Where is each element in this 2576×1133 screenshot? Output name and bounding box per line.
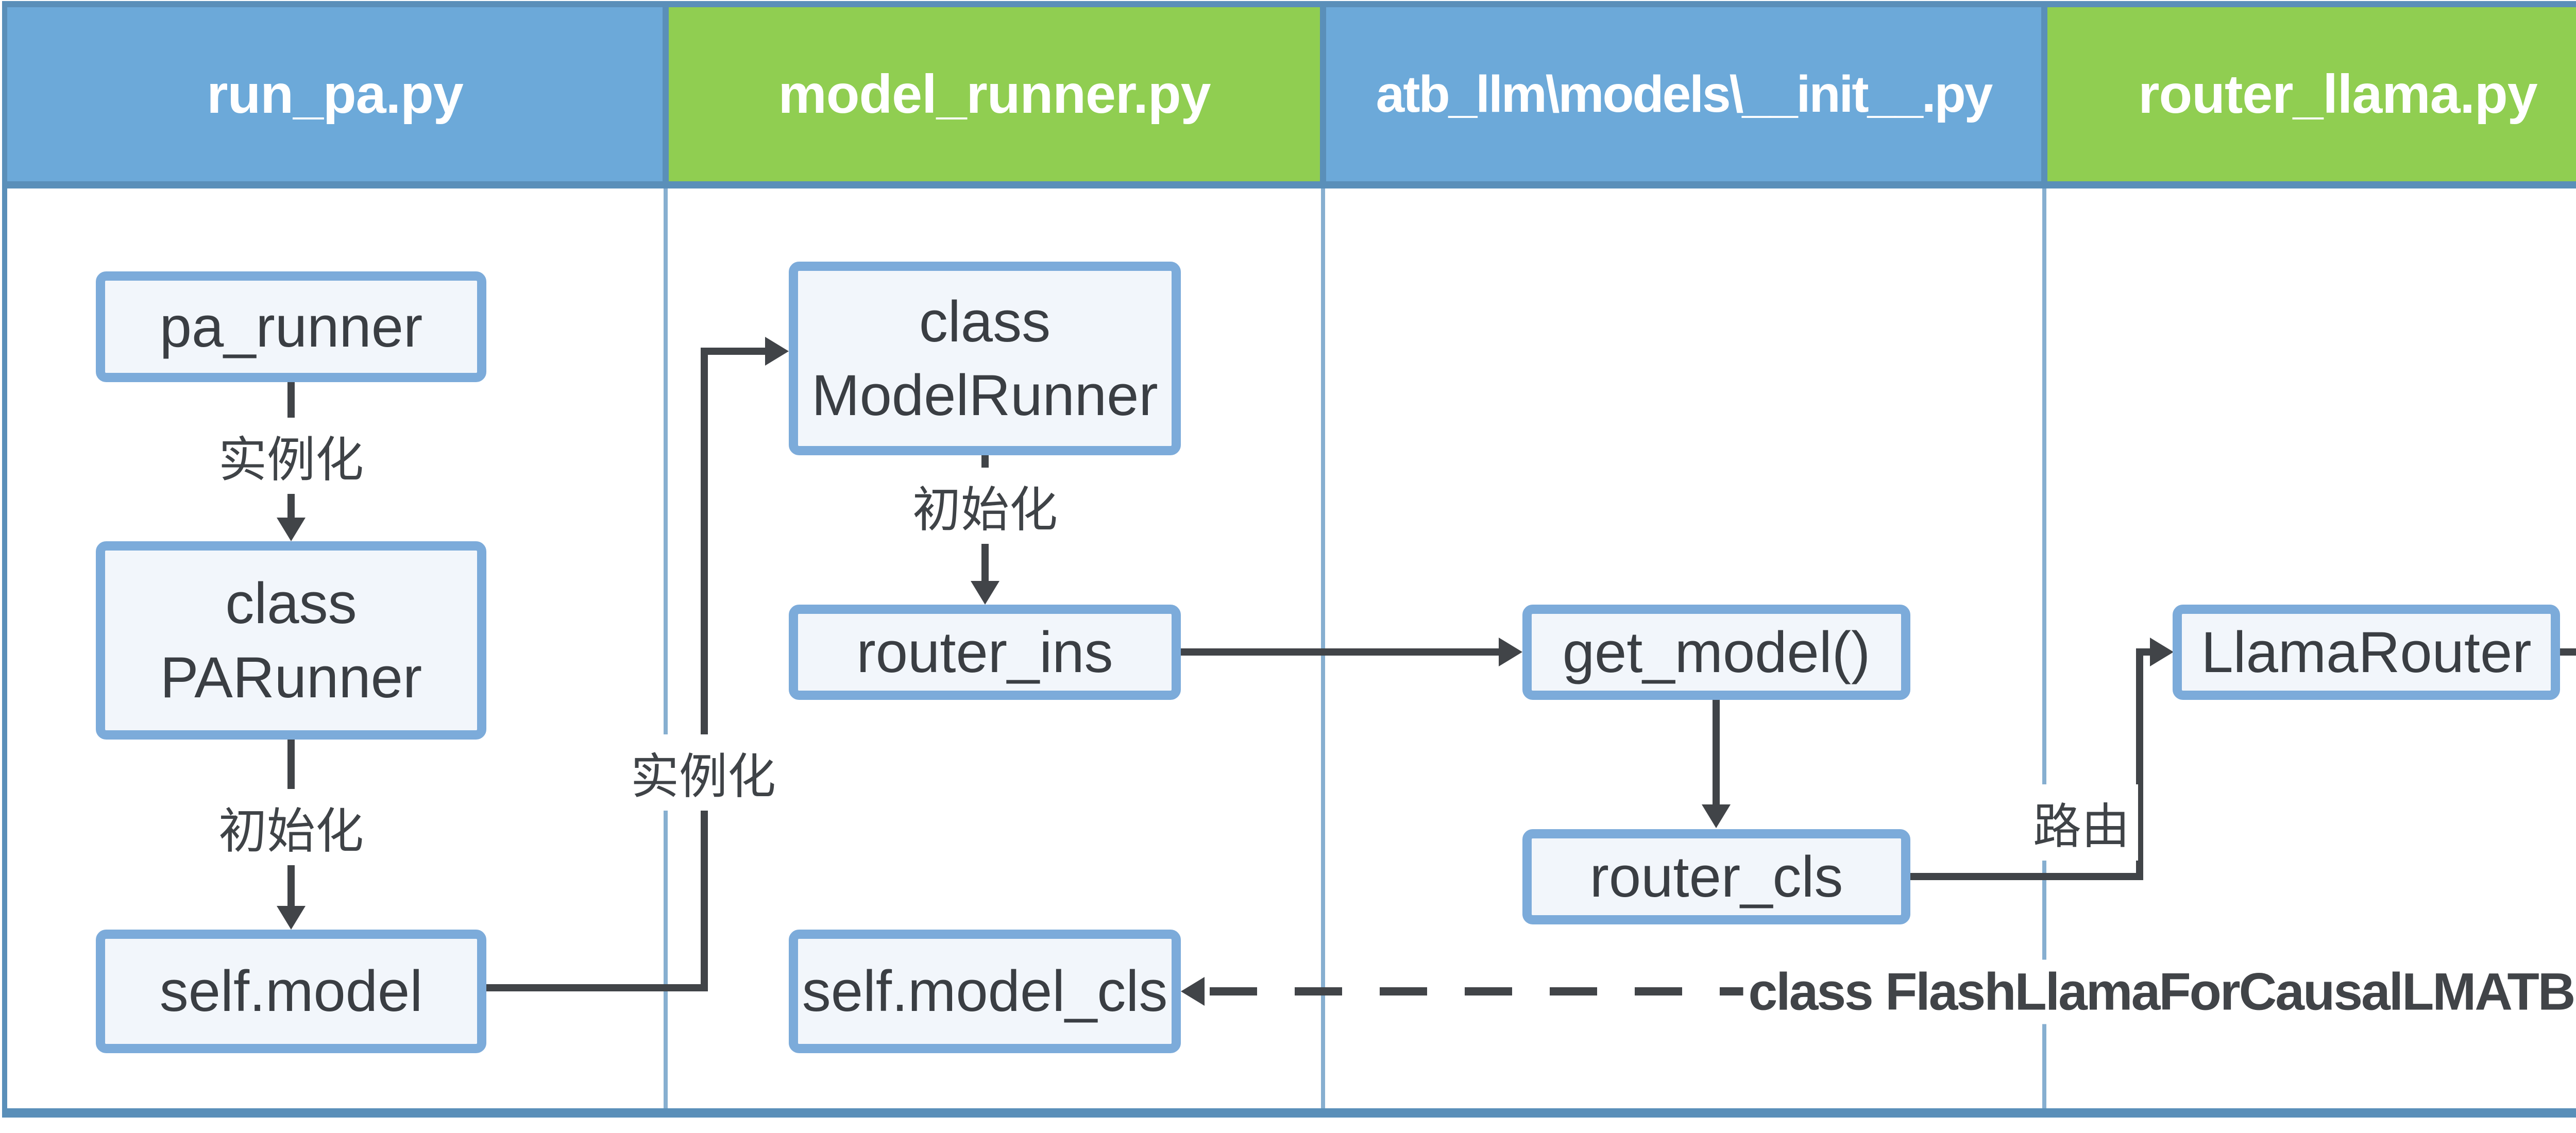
- arrowhead-down-icon: [277, 906, 306, 930]
- arrow-self-model-elbow-bottom: [486, 984, 708, 991]
- arrowhead-right-icon: [1499, 638, 1522, 666]
- node-get-model-label: get_model(): [1562, 620, 1871, 684]
- header-separator: [1320, 7, 1326, 181]
- edge-label-initialize: 初始化: [210, 789, 372, 865]
- node-class-parunner: class PARunner: [96, 541, 486, 740]
- node-llama-router-label: LlamaRouter: [2201, 620, 2532, 684]
- arrow-inherit-dashed: [2560, 648, 2576, 656]
- arrowhead-down-icon: [1702, 804, 1731, 828]
- arrow-get-model-to-router-cls: [1713, 700, 1720, 805]
- header-router-llama-label: router_llama.py: [2138, 63, 2537, 125]
- header-model-runner: model_runner.py: [669, 7, 1320, 181]
- header-models-init-label: atb_llm\models\__init__.py: [1376, 65, 1993, 123]
- node-pa-runner: pa_runner: [96, 271, 486, 382]
- edge-label-instantiate: 实例化: [210, 418, 372, 494]
- node-class-modelrunner: class ModelRunner: [789, 262, 1181, 455]
- node-class-modelrunner-line2: ModelRunner: [811, 363, 1158, 427]
- arrow-router-cls-elbow-bottom: [1910, 873, 2143, 880]
- frame-top: [2, 1, 2576, 7]
- arrow-router-ins-to-get-model: [1181, 648, 1500, 656]
- node-class-parunner-line1: class: [225, 571, 357, 636]
- header-model-runner-label: model_runner.py: [778, 63, 1211, 125]
- arrowhead-down-icon: [971, 581, 999, 605]
- column-divider: [2042, 188, 2046, 1108]
- header-run-pa: run_pa.py: [7, 7, 663, 181]
- arrowhead-right-icon: [765, 337, 789, 366]
- node-llama-router: LlamaRouter: [2173, 605, 2560, 700]
- header-underline: [2, 181, 2576, 188]
- column-divider: [664, 188, 668, 1108]
- node-router-cls-label: router_cls: [1589, 844, 1843, 909]
- node-class-parunner-line2: PARunner: [160, 645, 422, 710]
- node-router-ins: router_ins: [789, 605, 1181, 700]
- edge-label-instantiate: 实例化: [622, 734, 785, 811]
- flash-llama-class-note: class FlashLlamaForCausalLMATB: [1743, 959, 2576, 1024]
- arrow-self-model-elbow-vertical: [701, 348, 708, 991]
- edge-label-route: 路由: [2024, 784, 2139, 861]
- header-router-llama: router_llama.py: [2047, 7, 2576, 181]
- arrow-self-model-elbow-top: [701, 348, 766, 355]
- node-self-model-label: self.model: [159, 959, 423, 1024]
- node-router-ins-label: router_ins: [856, 620, 1113, 684]
- node-self-model-cls-label: self.model_cls: [802, 959, 1168, 1024]
- node-router-cls: router_cls: [1522, 829, 1910, 924]
- header-separator: [2041, 7, 2047, 181]
- arrowhead-left-icon: [1181, 977, 1205, 1006]
- arrowhead-down-icon: [277, 518, 306, 541]
- frame-left: [2, 1, 7, 1118]
- frame-bottom: [2, 1108, 2576, 1118]
- node-self-model: self.model: [96, 930, 486, 1053]
- node-self-model-cls: self.model_cls: [789, 930, 1181, 1053]
- node-class-modelrunner-line1: class: [919, 289, 1051, 354]
- arrowhead-right-icon: [2150, 638, 2174, 666]
- node-get-model: get_model(): [1522, 605, 1910, 700]
- header-run-pa-label: run_pa.py: [207, 63, 464, 125]
- header-models-init: atb_llm\models\__init__.py: [1326, 7, 2041, 181]
- node-pa-runner-label: pa_runner: [159, 294, 423, 359]
- header-separator: [663, 7, 669, 181]
- arrow-router-cls-elbow-top: [2136, 648, 2151, 656]
- edge-label-initialize: 初始化: [904, 468, 1066, 544]
